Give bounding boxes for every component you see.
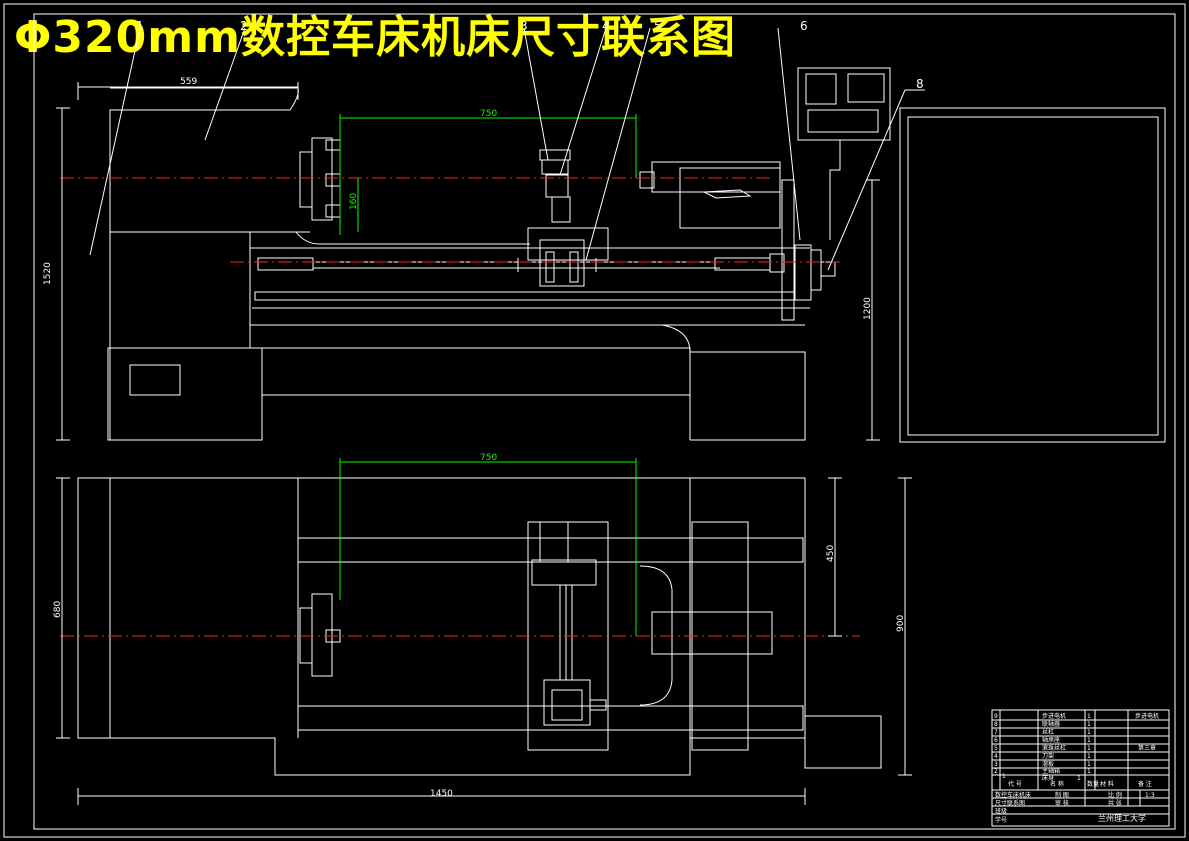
part-number-6: 6	[800, 19, 808, 33]
row-code: 2	[994, 768, 998, 775]
sheet-label: 共 张	[1108, 799, 1122, 807]
title-header-remark: 备 注	[1138, 780, 1152, 788]
dim-travel-bottom: 750	[480, 453, 497, 463]
row-name: 刀架	[1042, 752, 1054, 760]
part-number-5: 5	[654, 19, 662, 33]
dim-height-total: 1520	[43, 262, 53, 285]
inner-border	[33, 13, 1176, 830]
row-qty: 1	[1087, 721, 1091, 728]
row-qty: 1	[1087, 737, 1091, 744]
row-name: 主轴箱	[1042, 767, 1060, 775]
row-qty: 1	[1087, 768, 1091, 775]
dim-half-width: 450	[826, 545, 836, 562]
row-code: 1	[1002, 773, 1006, 780]
class-label: 班级	[995, 807, 1007, 815]
checked-label: 审 核	[1055, 799, 1069, 807]
dim-overall-length: 1450	[430, 789, 453, 799]
drawing-name-2: 尺寸联系图	[995, 799, 1025, 807]
title-block	[991, 709, 1170, 827]
title-header-qty: 数量	[1087, 780, 1099, 788]
row-code: 9	[994, 713, 998, 720]
row-qty: 1	[1077, 775, 1081, 782]
part-number-1: 1	[136, 19, 144, 33]
row-qty: 1	[1087, 753, 1091, 760]
row-qty: 1	[1087, 761, 1091, 768]
part-number-8: 8	[916, 77, 924, 91]
title-header-name: 名 称	[1050, 780, 1064, 788]
dim-overall-depth: 900	[896, 615, 906, 632]
dim-plan-depth: 680	[53, 601, 63, 618]
part-number-4: 4	[602, 19, 610, 33]
dim-center-height: 160	[349, 193, 359, 210]
row-code: 5	[994, 745, 998, 752]
row-name: 步进电机	[1042, 712, 1066, 720]
outer-border	[3, 3, 1186, 838]
row-code: 7	[994, 729, 998, 736]
part-number-2: 2	[240, 19, 248, 33]
front-view: 1520 559 1200 750 160	[43, 27, 1166, 443]
university-name: 兰州理工大学	[1098, 813, 1146, 823]
plan-view: 680 450 900 1450 750	[53, 453, 912, 805]
title-header-code: 代 号	[1008, 780, 1022, 788]
row-code: 4	[994, 753, 998, 760]
row-code: 8	[994, 721, 998, 728]
title-header-material: 材 料	[1100, 780, 1114, 788]
part-number-3: 3	[520, 19, 528, 33]
dim-top-width: 559	[180, 77, 197, 87]
row-qty: 1	[1087, 713, 1091, 720]
row-name: 滚珠丝杠	[1042, 744, 1066, 752]
row-name: 溜板	[1042, 760, 1054, 768]
row-code: 6	[994, 737, 998, 744]
row-qty: 1	[1087, 729, 1091, 736]
row-name: 联轴器	[1042, 720, 1060, 728]
id-label: 学号	[995, 816, 1007, 824]
drawing-name-1: 数控车床机床	[995, 791, 1031, 799]
scale-label: 比 例	[1108, 791, 1122, 799]
row-qty: 1	[1087, 745, 1091, 752]
row-remark: 步进电机	[1135, 712, 1159, 720]
dim-bed-height: 1200	[863, 297, 873, 320]
drawn-label: 制 图	[1055, 791, 1069, 799]
row-remark: 第三章	[1138, 744, 1156, 752]
row-name: 轴承座	[1042, 736, 1060, 744]
row-name: 床身	[1042, 774, 1054, 782]
row-code: 3	[994, 761, 998, 768]
scale-value: 1:3	[1145, 792, 1155, 799]
row-name: 丝杠	[1042, 728, 1054, 736]
dim-travel-top: 750	[480, 109, 497, 119]
